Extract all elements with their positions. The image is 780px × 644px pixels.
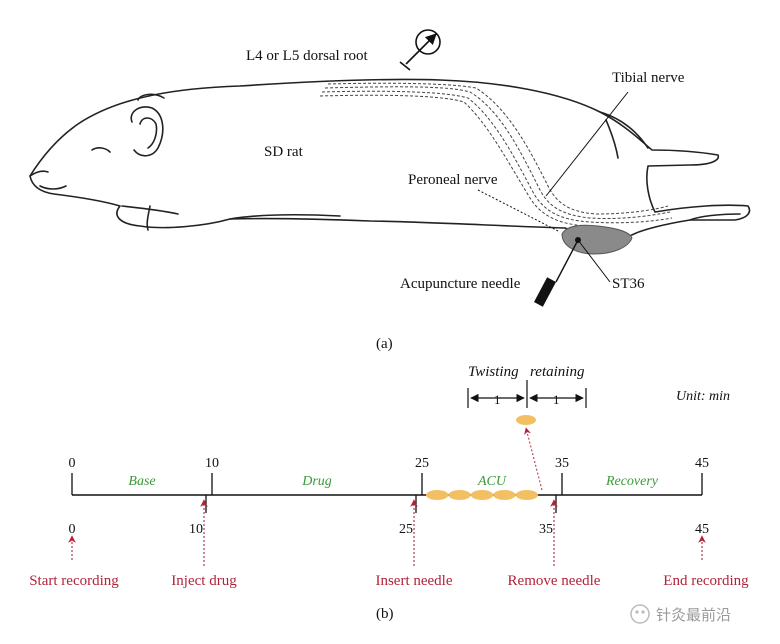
- tick-top-35: 35: [555, 456, 569, 471]
- acu-pulse: [448, 490, 471, 500]
- st36-region: [561, 224, 633, 255]
- rat-ear: [130, 106, 164, 157]
- acupuncture-needle: [534, 239, 579, 307]
- twist-duration: 1: [494, 392, 501, 407]
- tick-bottom-10: 10: [189, 522, 203, 537]
- tick-top-45: 45: [695, 456, 709, 471]
- rat-mouth: [39, 185, 67, 190]
- watermark-icon: [630, 604, 650, 624]
- label-st36: ST36: [612, 276, 645, 292]
- unit-label: Unit: min: [676, 389, 730, 404]
- phase-base: Base: [128, 474, 155, 489]
- acu-pulse: [470, 490, 494, 500]
- acu-pulse-detail: [516, 415, 536, 425]
- panel-a-labels: L4 or L5 dorsal root Tibial nerve SD rat…: [246, 48, 685, 352]
- rat-illustration: [29, 78, 751, 239]
- caption-a: (a): [376, 336, 393, 352]
- phase-acu: ACU: [477, 474, 507, 489]
- rat-ear-inner: [139, 117, 158, 149]
- label-peroneal-nerve: Peroneal nerve: [408, 172, 498, 188]
- rat-front-leg: [121, 205, 179, 231]
- event-label: Remove needle: [508, 573, 601, 589]
- rat-ear-top: [137, 93, 165, 101]
- watermark-text: 针灸最前沿: [656, 607, 731, 624]
- rat-hind-foot: [689, 213, 741, 221]
- acu-pulse: [426, 490, 449, 500]
- phase-layer: Base Drug ACU Recovery: [128, 474, 658, 489]
- tick-top-0: 0: [69, 456, 76, 471]
- caption-b: (b): [376, 606, 394, 622]
- tick-bottom-45: 45: [695, 522, 709, 537]
- tick-top-10: 10: [205, 456, 219, 471]
- label-acupuncture-needle: Acupuncture needle: [400, 276, 521, 292]
- electrode: [399, 29, 441, 71]
- electrode-arrow: [405, 33, 437, 65]
- tick-top-25: 25: [415, 456, 429, 471]
- event-layer: Start recording Inject drug Insert needle R…: [29, 499, 749, 589]
- event-label: Insert needle: [375, 573, 452, 589]
- tick-bottom-35: 35: [539, 522, 553, 537]
- twisting-label: Twisting: [468, 364, 519, 380]
- tick-bottom-0: 0: [69, 522, 76, 537]
- rat-body-outline: [29, 78, 751, 239]
- pulse-layer: [426, 490, 538, 500]
- tick-bottom-25: 25: [399, 522, 413, 537]
- event-label: End recording: [663, 573, 749, 589]
- event-label: Start recording: [29, 573, 119, 589]
- label-tibial-nerve: Tibial nerve: [612, 70, 685, 86]
- retain-duration: 1: [553, 392, 560, 407]
- nerve-bundle: [319, 82, 673, 227]
- tick-layer: 0 0 10 10 25 25 35 35 45 45: [69, 456, 710, 537]
- rat-hind-leg: [599, 111, 649, 159]
- phase-drug: Drug: [301, 474, 332, 489]
- electrode-circle: [415, 29, 441, 55]
- timeline: Twisting retaining 1 1 Unit: min 0 0 10 10 2…: [29, 364, 749, 622]
- leader-lines: [477, 91, 629, 283]
- label-dorsal-root: L4 or L5 dorsal root: [246, 48, 368, 64]
- acu-pointer: [524, 427, 543, 491]
- phase-recovery: Recovery: [605, 474, 659, 489]
- rat-snout: [29, 170, 49, 177]
- acu-pulse: [515, 490, 538, 500]
- rat-belly: [229, 213, 341, 220]
- rat-eye: [91, 147, 111, 153]
- retaining-label: retaining: [530, 364, 585, 380]
- label-sd-rat: SD rat: [264, 144, 304, 160]
- watermark: 针灸最前沿: [630, 604, 731, 624]
- event-label: Inject drug: [171, 573, 237, 589]
- acu-pulse: [493, 490, 516, 500]
